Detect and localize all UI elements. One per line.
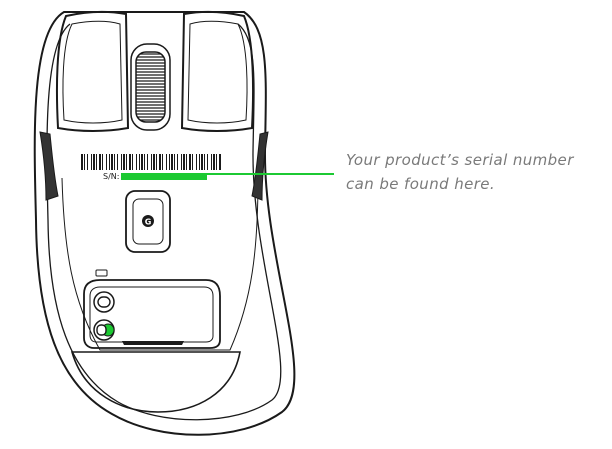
serial-number-callout: Your product’s serial number can be foun…: [346, 148, 608, 196]
compartment-outline: [84, 280, 220, 348]
compartment-latch: [122, 341, 184, 345]
indicator-slot: [96, 270, 107, 276]
mouse-base-plate: [62, 178, 258, 350]
razer-logo-icon: G: [145, 218, 152, 227]
serial-barcode: [81, 154, 221, 170]
serial-number-highlight: [121, 173, 207, 180]
callout-line-2: can be found here.: [346, 172, 608, 196]
left-button-inner: [63, 21, 122, 123]
profile-switch-knob: [98, 297, 110, 307]
serial-prefix-label: S/N:: [103, 172, 119, 181]
power-switch-knob: [97, 325, 106, 335]
left-side-grip: [40, 132, 58, 200]
right-button: [182, 12, 253, 131]
mouse-skate-bottom: [72, 352, 240, 412]
right-button-inner: [188, 21, 247, 123]
callout-line-1: Your product’s serial number: [346, 148, 608, 172]
left-button: [57, 12, 128, 131]
